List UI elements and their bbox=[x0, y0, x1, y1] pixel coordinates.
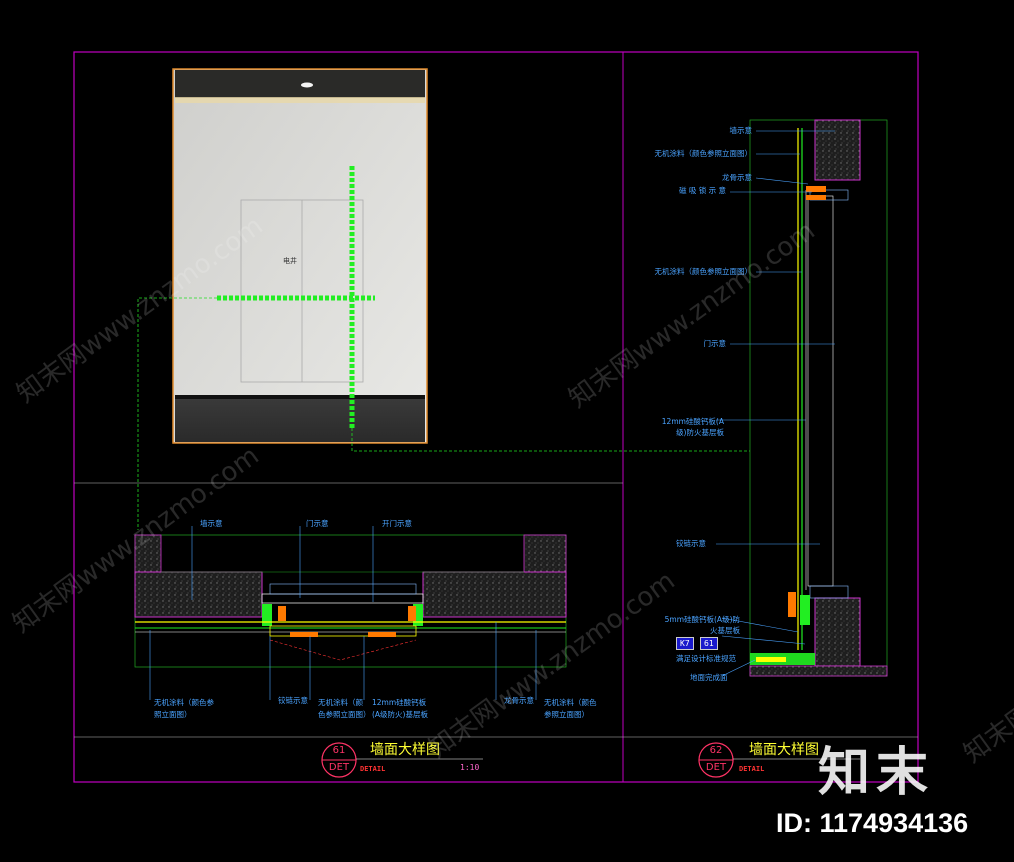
section-annotation-board-5mm: 5mm硅酸钙板(A级)防火基层板 bbox=[664, 615, 740, 635]
section-annotation-floor: 地面完成面 bbox=[690, 673, 728, 682]
section-annotation-hinge: 铰链示意 bbox=[676, 539, 706, 548]
section-annotation-door: 门示意 bbox=[703, 339, 727, 348]
section-annotation-wall: 墙示意 bbox=[729, 126, 753, 135]
plan-annotation-paint-left: 无机涂料（颜色参照立面图） bbox=[154, 698, 214, 719]
plan-detail-scale: 1:10 bbox=[460, 763, 480, 772]
plan-detail-title: 墙面大样图 bbox=[370, 742, 440, 758]
section-tag-note: 满足设计标准规范 bbox=[676, 654, 736, 663]
plan-detail-subtitle: DETAIL bbox=[360, 765, 386, 773]
plan-detail-drawing bbox=[134, 534, 567, 668]
plan-annotation-keel: 龙骨示意 bbox=[504, 696, 534, 705]
door-panel-text: 电井 bbox=[283, 257, 297, 265]
plan-annotation-paint-right: 无机涂料（颜色参照立面图） bbox=[544, 698, 597, 719]
plan-detail-det: DET bbox=[328, 762, 350, 773]
section-annotation-keel: 龙骨示意 bbox=[722, 173, 752, 182]
section-tag-right: 61 bbox=[700, 637, 718, 650]
section-annotation-board: 12mm硅酸钙板(A级)防火基层板 bbox=[661, 417, 724, 437]
logo: 知末 bbox=[818, 743, 935, 803]
section-detail-title: 墙面大样图 bbox=[749, 742, 819, 758]
drawing-frame bbox=[73, 51, 919, 783]
elevation-photo bbox=[172, 68, 428, 444]
section-markers bbox=[217, 166, 375, 428]
section-detail-number: 62 bbox=[709, 745, 723, 756]
section-annotation-paint-top: 无机涂料（颜色参照立面图） bbox=[654, 149, 753, 158]
section-detail-subtitle: DETAIL bbox=[739, 765, 765, 773]
plan-annotation-opening: 开门示意 bbox=[382, 519, 412, 528]
plan-annotation-door: 门示意 bbox=[306, 519, 329, 528]
plan-annotation-hinge: 铰链示意 bbox=[278, 696, 308, 705]
id-label: ID: 1174934136 bbox=[776, 808, 969, 838]
section-detail-det: DET bbox=[705, 762, 727, 773]
section-annotation-magnet-lock: 磁 吸 锁 示 意 bbox=[678, 186, 726, 195]
plan-annotation-board: 12mm硅酸钙板(A级防火)基层板 bbox=[372, 698, 428, 719]
section-annotation-paint-mid: 无机涂料（颜色参照立面图） bbox=[654, 267, 753, 276]
section-tag-left: K7 bbox=[676, 637, 694, 650]
plan-detail-number: 61 bbox=[332, 745, 346, 756]
plan-annotation-wall: 墙示意 bbox=[200, 519, 223, 528]
plan-annotation-paint-mid: 无机涂料（颜色参照立面图） bbox=[318, 698, 371, 719]
section-detail-drawing bbox=[749, 119, 888, 677]
